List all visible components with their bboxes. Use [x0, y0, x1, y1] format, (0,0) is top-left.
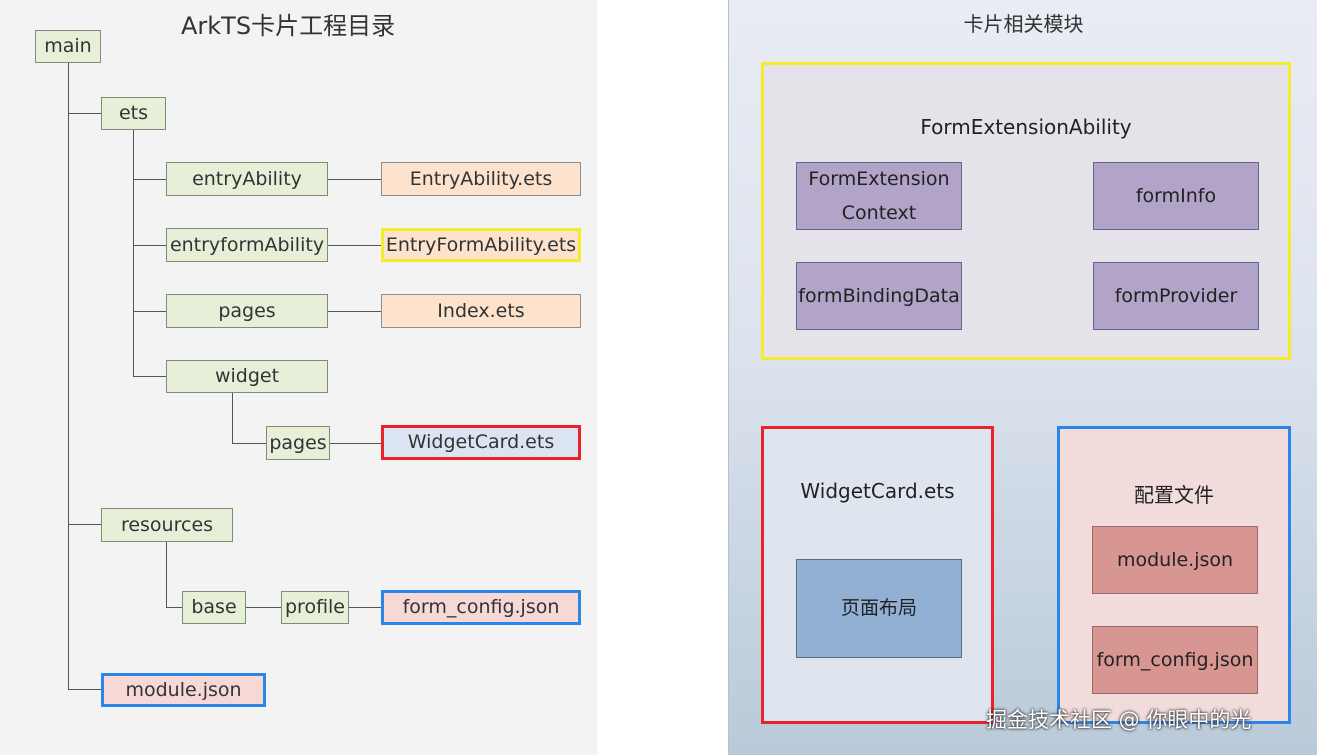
config-files-group: 配置文件 module.json form_config.json [1057, 426, 1291, 724]
connector [133, 311, 166, 312]
folder-ets: ets [101, 97, 166, 130]
connector [328, 245, 381, 246]
formextensioncontext-line1: FormExtension [808, 167, 950, 190]
connector [166, 607, 182, 608]
directory-title: ArkTS卡片工程目录 [181, 12, 396, 40]
file-entryability-ets: EntryAbility.ets [381, 162, 581, 196]
watermark-text: 掘金技术社区 @ 你眼中的光 [986, 708, 1252, 732]
config-files-label: 配置文件 [1134, 483, 1214, 507]
folder-entryability: entryAbility [166, 162, 328, 196]
connector [328, 179, 381, 180]
project-directory-panel: ArkTS卡片工程目录 main ets entryAbility EntryA… [0, 0, 597, 755]
file-module-json: module.json [101, 673, 266, 707]
connector [166, 542, 167, 608]
connector [349, 607, 381, 608]
file-index-ets: Index.ets [381, 294, 581, 328]
folder-pages: pages [166, 294, 328, 328]
connector [232, 443, 266, 444]
connector [68, 63, 69, 690]
connector [133, 130, 134, 377]
file-entryformability-ets: EntryFormAbility.ets [381, 228, 581, 262]
connector [133, 245, 166, 246]
connector [133, 376, 166, 377]
forminfo-module: formInfo [1093, 162, 1259, 230]
folder-widget-pages: pages [266, 426, 330, 460]
connector [328, 311, 381, 312]
connector [68, 524, 101, 525]
connector [68, 689, 101, 690]
module-json-module: module.json [1092, 526, 1258, 594]
file-form-config-json: form_config.json [381, 590, 581, 625]
folder-resources: resources [101, 508, 233, 542]
form-config-json-module: form_config.json [1092, 626, 1258, 694]
folder-base: base [182, 591, 246, 624]
connector [232, 393, 233, 443]
connector [133, 179, 166, 180]
card-modules-panel: 卡片相关模块 FormExtensionAbility FormExtensio… [728, 0, 1317, 755]
folder-profile: profile [281, 591, 349, 624]
modules-title: 卡片相关模块 [963, 12, 1084, 36]
file-widgetcard-ets: WidgetCard.ets [381, 425, 581, 460]
widgetcard-label: WidgetCard.ets [800, 479, 955, 503]
formextensioncontext-module: FormExtension Context [796, 162, 962, 230]
formextensionability-group: FormExtensionAbility FormExtension Conte… [761, 62, 1291, 360]
folder-main: main [35, 30, 101, 63]
formextensioncontext-line2: Context [841, 202, 917, 224]
formbindingdata-module: formBindingData [796, 262, 962, 330]
formprovider-module: formProvider [1093, 262, 1259, 330]
formextensionability-label: FormExtensionAbility [920, 115, 1132, 139]
connector [68, 113, 101, 114]
widgetcard-group: WidgetCard.ets 页面布局 [761, 426, 994, 724]
page-layout-module: 页面布局 [796, 559, 962, 658]
folder-widget: widget [166, 360, 328, 393]
folder-entryformability: entryformAbility [166, 228, 328, 262]
connector [246, 607, 281, 608]
connector [330, 443, 381, 444]
